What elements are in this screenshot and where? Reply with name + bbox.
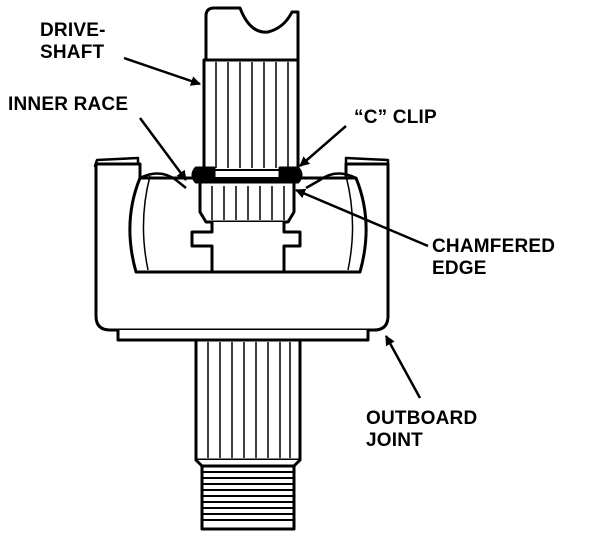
leader-lines [123,56,429,399]
label-inner-race: INNER RACE [8,94,129,115]
label-driveshaft-line1: DRIVE- [40,20,106,41]
driveshaft-shaft [202,6,300,182]
arrow-c-clip [299,125,347,167]
label-outboard-joint-line1: OUTBOARD [366,408,478,429]
label-chamfered-edge: CHAMFERED EDGE [432,236,555,280]
inner-race [190,180,302,274]
label-chamfered-edge-line2: EDGE [432,258,487,279]
arrow-chamfered-edge [295,188,429,248]
arrow-driveshaft [123,56,201,86]
label-chamfered-edge-line1: CHAMFERED [432,236,556,257]
label-outboard-joint-line2: JOINT [366,430,423,451]
label-driveshaft: DRIVE- SHAFT [40,20,106,64]
label-c-clip: “C” CLIP [354,107,437,128]
label-driveshaft-line2: SHAFT [40,42,105,63]
arrow-inner-race [138,117,188,181]
c-clip [191,166,303,184]
label-outboard-joint: OUTBOARD JOINT [366,408,477,452]
threaded-end [194,458,302,531]
stub-shaft [194,338,302,462]
arrow-outboard-joint [384,335,422,399]
